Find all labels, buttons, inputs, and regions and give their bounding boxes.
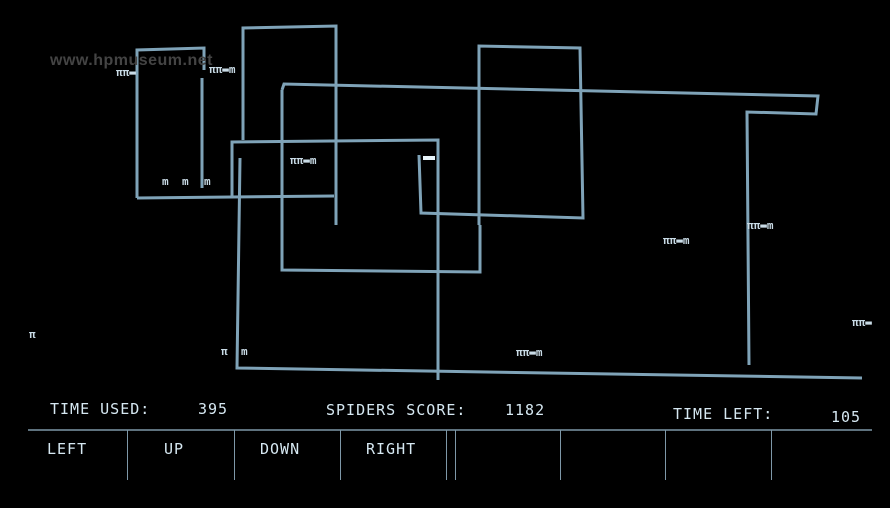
time-left-value: 105 bbox=[831, 408, 862, 426]
softkey-down[interactable]: DOWN bbox=[260, 440, 301, 458]
softkey-separator bbox=[446, 430, 447, 480]
softkey-separator bbox=[127, 430, 128, 480]
softkey-separator bbox=[771, 430, 772, 480]
score-label: SPIDERS SCORE: bbox=[326, 401, 467, 419]
spider-icon: ππ▬ bbox=[116, 66, 136, 79]
trail-mid-loop bbox=[280, 90, 482, 274]
softkey-8[interactable] bbox=[772, 432, 872, 478]
softkey-6[interactable] bbox=[561, 432, 665, 478]
spider-icon: m bbox=[182, 175, 189, 188]
spider-icon: m bbox=[241, 345, 248, 358]
time-used-label: TIME USED: bbox=[50, 400, 151, 418]
trail-left-box bbox=[135, 46, 206, 198]
trail-top-box bbox=[241, 24, 338, 225]
spider-icon: ππ▬m bbox=[290, 154, 317, 167]
spider-icon: ππ▬m bbox=[747, 219, 774, 232]
spider-icon: m bbox=[162, 175, 169, 188]
softkey-separator bbox=[340, 430, 341, 480]
spider-icon: π bbox=[221, 345, 228, 358]
spider-icon: ππ▬m bbox=[663, 234, 690, 247]
trail-bottom-long bbox=[235, 157, 863, 380]
softkey-7[interactable] bbox=[666, 432, 771, 478]
spider-icon: ππ▬ bbox=[852, 316, 872, 329]
trail-bottom-left bbox=[136, 194, 335, 200]
time-used-value: 395 bbox=[198, 400, 229, 418]
softkey-right[interactable]: RIGHT bbox=[366, 440, 417, 458]
spider-icon: ππ▬m bbox=[209, 63, 236, 76]
trail-long-top bbox=[280, 82, 820, 366]
softkey-separator bbox=[234, 430, 235, 480]
spider-icon: m bbox=[204, 175, 211, 188]
softkey-separator bbox=[455, 430, 456, 480]
softkey-separator bbox=[560, 430, 561, 480]
trail-tall-box bbox=[417, 44, 585, 225]
score-value: 1182 bbox=[505, 401, 546, 419]
softkey-left[interactable]: LEFT bbox=[47, 440, 88, 458]
trail-cross-box bbox=[230, 138, 440, 380]
watermark-text: www.hpmuseum.net bbox=[50, 52, 213, 69]
softkey-up[interactable]: UP bbox=[164, 440, 185, 458]
spider-icon: ππ▬m bbox=[516, 346, 543, 359]
player-cursor bbox=[423, 156, 435, 160]
time-left-label: TIME LEFT: bbox=[673, 405, 774, 423]
softkey-5[interactable] bbox=[456, 432, 560, 478]
softkey-separator bbox=[665, 430, 666, 480]
spider-icon: π bbox=[29, 328, 36, 341]
